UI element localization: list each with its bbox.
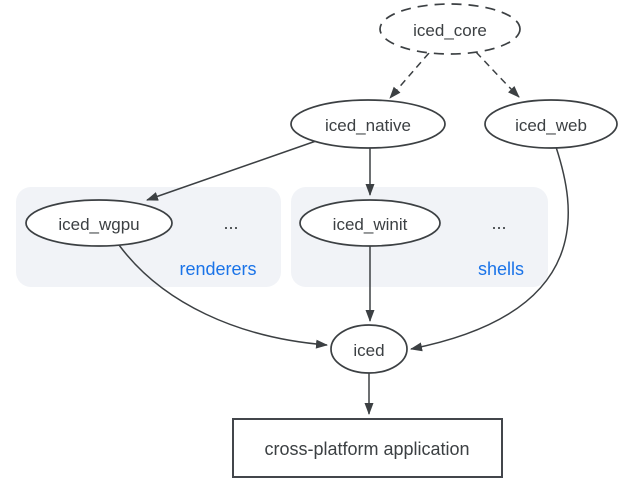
node-iced: iced xyxy=(330,324,408,374)
iced-web-label: iced_web xyxy=(515,116,587,135)
iced-core-ellipse xyxy=(379,3,521,55)
edge-iced-native-to-iced-wgpu xyxy=(146,140,317,201)
iced-web-ellipse xyxy=(484,99,618,149)
app-label: cross-platform application xyxy=(264,439,469,459)
node-iced-web: iced_web xyxy=(484,99,618,149)
node-iced-winit: iced_winit xyxy=(299,199,441,247)
edge-iced-core-to-iced-native xyxy=(389,52,430,99)
node-iced-wgpu: iced_wgpu xyxy=(25,199,173,247)
iced-ellipse xyxy=(330,324,408,374)
iced-native-ellipse xyxy=(290,99,446,149)
renderers-ellipsis: ... xyxy=(223,213,238,233)
iced-wgpu-ellipse xyxy=(25,199,173,247)
node-iced-core: iced_core xyxy=(379,3,521,55)
renderers-group-label: renderers xyxy=(179,259,256,279)
app-rect xyxy=(232,418,503,478)
node-cross-platform-application: cross-platform application xyxy=(232,418,503,478)
iced-native-label: iced_native xyxy=(325,116,411,135)
iced-core-label: iced_core xyxy=(413,21,487,40)
shells-group-label: shells xyxy=(478,259,524,279)
edge-iced-core-to-iced-web xyxy=(475,51,520,98)
iced-label: iced xyxy=(353,341,384,360)
iced-winit-ellipse xyxy=(299,199,441,247)
edge-iced-wgpu-to-iced xyxy=(118,244,328,349)
iced-wgpu-label: iced_wgpu xyxy=(58,215,139,234)
edge-iced-web-to-iced xyxy=(410,146,570,352)
node-iced-native: iced_native xyxy=(290,99,446,149)
iced-winit-label: iced_winit xyxy=(333,215,408,234)
shells-ellipsis: ... xyxy=(491,213,506,233)
